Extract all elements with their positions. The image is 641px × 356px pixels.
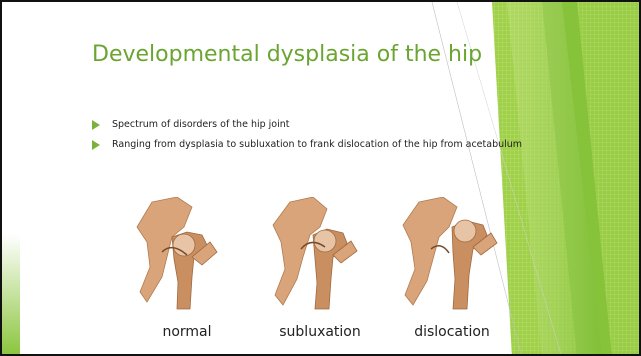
- bullet-text: Spectrum of disorders of the hip joint: [112, 119, 290, 130]
- hip-normal-illustration: [132, 197, 242, 312]
- bullet-text: Ranging from dysplasia to subluxation to…: [112, 139, 522, 150]
- decorative-left-strip: [2, 234, 20, 354]
- hip-dislocation-illustration: [397, 197, 507, 312]
- caption-normal: normal: [122, 324, 252, 340]
- hip-subluxation-illustration: [265, 197, 375, 312]
- bullet-item: Spectrum of disorders of the hip joint: [92, 119, 562, 131]
- slide-title: Developmental dysplasia of the hip: [92, 42, 492, 67]
- bullet-arrow-icon: [92, 140, 100, 150]
- bullet-list: Spectrum of disorders of the hip joint R…: [92, 119, 562, 159]
- caption-subluxation: subluxation: [255, 324, 385, 340]
- caption-dislocation: dislocation: [387, 324, 517, 340]
- bullet-arrow-icon: [92, 120, 100, 130]
- bullet-item: Ranging from dysplasia to subluxation to…: [92, 139, 562, 151]
